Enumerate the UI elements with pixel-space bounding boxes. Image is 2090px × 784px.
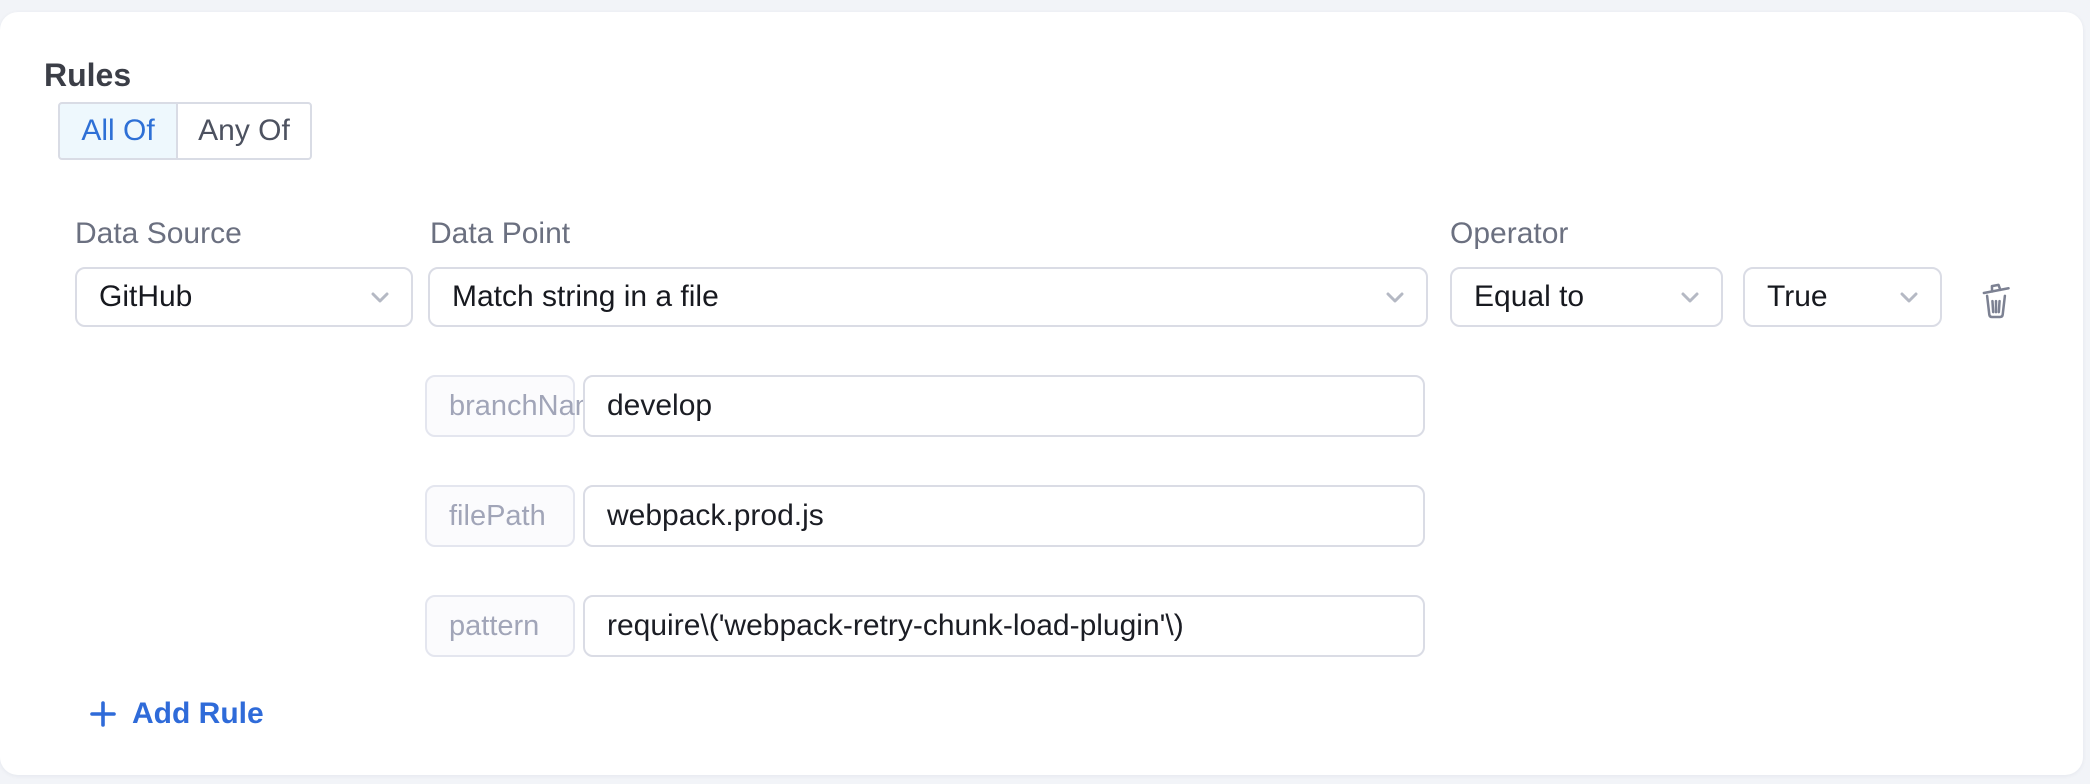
param-key-field: pattern [425, 595, 575, 657]
operator-target-value: True [1767, 280, 1828, 313]
param-value-input[interactable] [583, 595, 1425, 657]
operator-label: Operator [1450, 217, 1569, 250]
rule-match-toggle-group: All Of Any Of [58, 102, 312, 160]
param-value-input[interactable] [583, 485, 1425, 547]
toggle-all-of-label: All Of [81, 114, 155, 147]
operator-target-select[interactable]: True [1743, 267, 1942, 327]
toggle-all-of[interactable]: All Of [58, 102, 177, 160]
rules-heading: Rules [44, 57, 132, 93]
data-point-label: Data Point [430, 217, 571, 250]
chevron-down-icon [1900, 292, 1918, 303]
data-source-label: Data Source [75, 217, 242, 250]
add-rule-label: Add Rule [132, 697, 264, 730]
chevron-down-icon [1386, 292, 1404, 303]
param-key-field: filePath [425, 485, 575, 547]
data-source-select[interactable]: GitHub [75, 267, 413, 327]
param-row: branchName [0, 375, 2083, 437]
plus-icon [90, 701, 116, 727]
param-row: pattern [0, 595, 2083, 657]
toggle-any-of[interactable]: Any Of [177, 102, 312, 160]
chevron-down-icon [1681, 292, 1699, 303]
add-rule-button[interactable]: Add Rule [88, 694, 264, 734]
operator-select[interactable]: Equal to [1450, 267, 1723, 327]
delete-rule-button[interactable] [1972, 275, 2020, 323]
data-point-select[interactable]: Match string in a file [428, 267, 1428, 327]
chevron-down-icon [371, 292, 389, 303]
param-row: filePath [0, 485, 2083, 547]
param-value-input[interactable] [583, 375, 1425, 437]
rules-card: Rules All Of Any Of Data Source Data Poi… [0, 12, 2083, 775]
trash-icon [1982, 283, 2010, 319]
toggle-any-of-label: Any Of [198, 114, 290, 147]
data-point-value: Match string in a file [452, 280, 719, 313]
param-key-field: branchName [425, 375, 615, 437]
data-source-value: GitHub [99, 280, 193, 313]
operator-value: Equal to [1474, 280, 1585, 313]
